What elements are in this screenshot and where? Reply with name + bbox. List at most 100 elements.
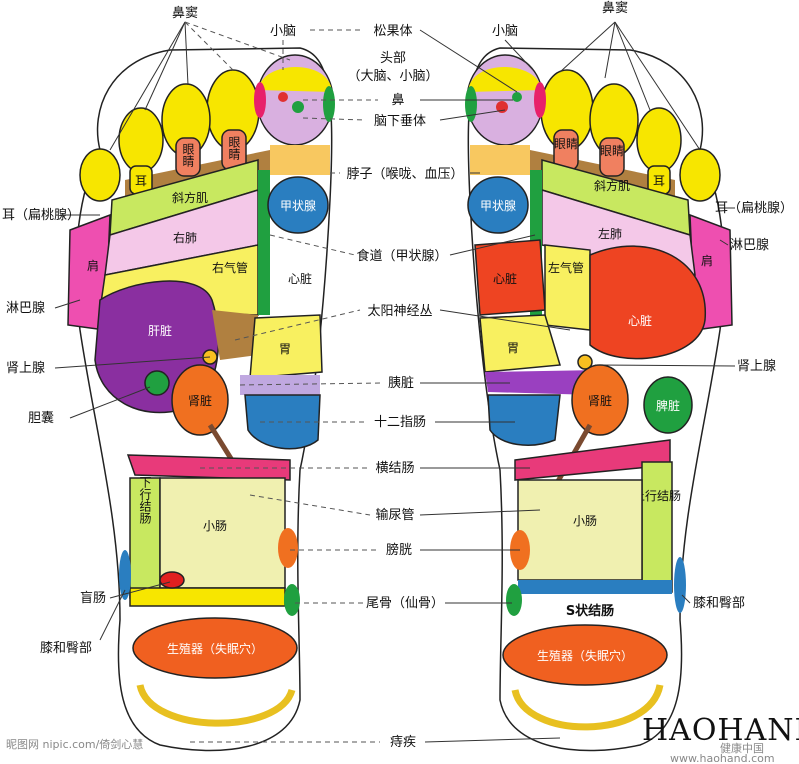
right-sinus-red — [534, 82, 546, 118]
label-lymph-right: 淋巴腺 — [730, 238, 769, 253]
right-stomach-label: 胃 — [507, 341, 519, 355]
right-pancreas-zone — [485, 370, 600, 395]
outside-labels: 鼻窦 鼻窦 小脑 小脑 松果体 头部 （大脑、小脑） 鼻 脑下垂体 脖子（喉咙、… — [2, 0, 793, 750]
left-heart-label: 心脏 — [288, 271, 312, 286]
label-knee-hip-left: 膝和臀部 — [40, 641, 92, 656]
left-eye-box-2 — [175, 137, 201, 177]
label-sinus-right: 鼻窦 — [602, 0, 628, 16]
label-lymph-left: 淋巴腺 — [6, 301, 45, 316]
label-coccyx: 尾骨（仙骨） — [366, 596, 444, 611]
right-duodenum-zone — [487, 394, 561, 446]
left-liver-label: 肝脏 — [148, 323, 172, 338]
left-coccyx-zone — [284, 584, 300, 616]
left-foot: 眼睛 眼睛 耳 斜方肌 肩 右肺 右气管 甲状腺 心脏 肝脏 胃 — [67, 47, 335, 752]
left-neck-zone — [270, 145, 330, 175]
left-genitals-label: 生殖器（失眠穴） — [167, 641, 263, 656]
left-eye-label-1: 眼睛 — [227, 136, 241, 160]
right-sigmoid-label: S状结肠 — [566, 603, 614, 619]
right-thyroid-label: 甲状腺 — [480, 199, 516, 213]
label-bladder: 膀胱 — [386, 542, 412, 558]
left-knee-zone — [119, 550, 131, 600]
right-spleen-zone — [643, 376, 693, 434]
right-heart-label: 心脏 — [493, 271, 517, 286]
right-bronchus-zone — [544, 244, 591, 331]
left-pineal-dot — [278, 92, 288, 102]
brand-cn: 健康中国 — [720, 741, 764, 755]
right-shoulder-label: 肩 — [701, 253, 713, 268]
brand-logo: HAOHAND — [642, 713, 799, 748]
right-stomach-zone — [479, 314, 561, 373]
label-knee-hip-right: 膝和臀部 — [693, 596, 745, 611]
left-esophagus-strip — [258, 170, 270, 315]
right-adrenal-dot — [577, 354, 593, 370]
right-neck-zone — [470, 145, 530, 175]
left-toe-4 — [118, 107, 164, 173]
right-pineal-dot — [512, 92, 522, 102]
left-genitals-zone — [132, 617, 298, 679]
left-stomach-label: 胃 — [279, 342, 291, 356]
left-kidney-label: 肾脏 — [188, 393, 212, 408]
right-heart-big-label: 心脏 — [628, 313, 652, 328]
left-stomach-zone — [249, 314, 323, 379]
left-descending-colon-label: 下行结肠 — [138, 476, 152, 524]
watermarks: 昵图网 nipic.com/倚剑心慧 HAOHAND 健康中国 www.haoh… — [6, 713, 799, 764]
left-toe-5 — [79, 148, 121, 202]
label-esophagus: 食道（甲状腺） — [356, 248, 447, 264]
label-pancreas: 胰脏 — [388, 376, 414, 391]
label-appendix: 盲肠 — [80, 590, 106, 606]
left-thyroid-zone — [267, 176, 329, 234]
right-small-intestine — [517, 479, 643, 581]
right-eye-label-1: 眼睛 — [554, 137, 578, 151]
left-thyroid-label: 甲状腺 — [280, 199, 316, 213]
left-gallbladder-dot — [144, 370, 170, 396]
label-ear-tonsil-right: 耳（扁桃腺） — [715, 201, 793, 216]
right-bronchus-label: 左气管 — [548, 260, 584, 275]
left-toe-1-cap — [258, 67, 332, 92]
label-nose: 鼻 — [391, 92, 404, 108]
right-toe-4 — [636, 107, 682, 173]
right-kidney-label: 肾脏 — [588, 393, 612, 408]
left-pituitary-dot — [292, 101, 304, 113]
right-ear-label: 耳 — [653, 174, 665, 188]
right-eye-label-2: 眼睛 — [600, 144, 624, 158]
right-coccyx-zone — [506, 584, 522, 616]
label-neck: 脖子（喉咙、血压） — [346, 166, 463, 182]
left-pancreas-zone — [240, 375, 320, 395]
right-knee-zone — [674, 557, 686, 613]
left-bladder-zone — [278, 528, 298, 568]
right-small-intestine-label: 小肠 — [573, 514, 597, 528]
left-bronchus-label: 右气管 — [212, 260, 248, 275]
label-transverse-colon: 横结肠 — [375, 461, 414, 476]
right-hemorrhoid-arc — [511, 684, 664, 731]
label-cerebellum-right: 小脑 — [492, 24, 518, 39]
left-liver-brown — [212, 310, 258, 360]
left-lung-label: 右肺 — [173, 230, 197, 245]
label-ear-tonsil-left: 耳（扁桃腺） — [2, 208, 80, 223]
right-toe-1-cap — [468, 67, 542, 92]
right-genitals-zone — [502, 624, 668, 686]
right-thyroid-zone — [467, 176, 529, 234]
right-foot: 眼睛 眼睛 耳 斜方肌 肩 左肺 甲状腺 心脏 左气管 心脏 胃 肾脏 脾脏 上… — [465, 47, 733, 752]
label-cerebellum-left: 小脑 — [270, 24, 296, 39]
left-sinus-red — [254, 82, 266, 118]
right-eye-box-2 — [599, 137, 625, 177]
right-ascending-colon-label: 上行结肠 — [633, 489, 681, 503]
label-duodenum: 十二指肠 — [374, 415, 426, 430]
left-small-intestine-label: 小肠 — [203, 519, 227, 533]
right-sigmoid-bar — [518, 580, 672, 594]
right-genitals-label: 生殖器（失眠穴） — [537, 648, 633, 663]
left-trapezius-label: 斜方肌 — [172, 190, 208, 205]
left-eye-label-2: 眼睛 — [181, 143, 195, 167]
watermark-left: 昵图网 nipic.com/倚剑心慧 — [6, 737, 143, 751]
left-ear-label: 耳 — [135, 174, 147, 188]
label-adrenal-left: 肾上腺 — [6, 361, 45, 376]
left-sinus-green — [323, 86, 335, 122]
label-head: 头部 — [380, 51, 406, 66]
right-heart-big — [589, 245, 706, 360]
right-ascending-colon — [641, 461, 673, 593]
label-adrenal-right: 肾上腺 — [737, 359, 776, 374]
right-lung-label: 左肺 — [598, 226, 622, 241]
left-kidney-zone — [171, 364, 229, 436]
right-trapezius-label: 斜方肌 — [594, 178, 630, 193]
